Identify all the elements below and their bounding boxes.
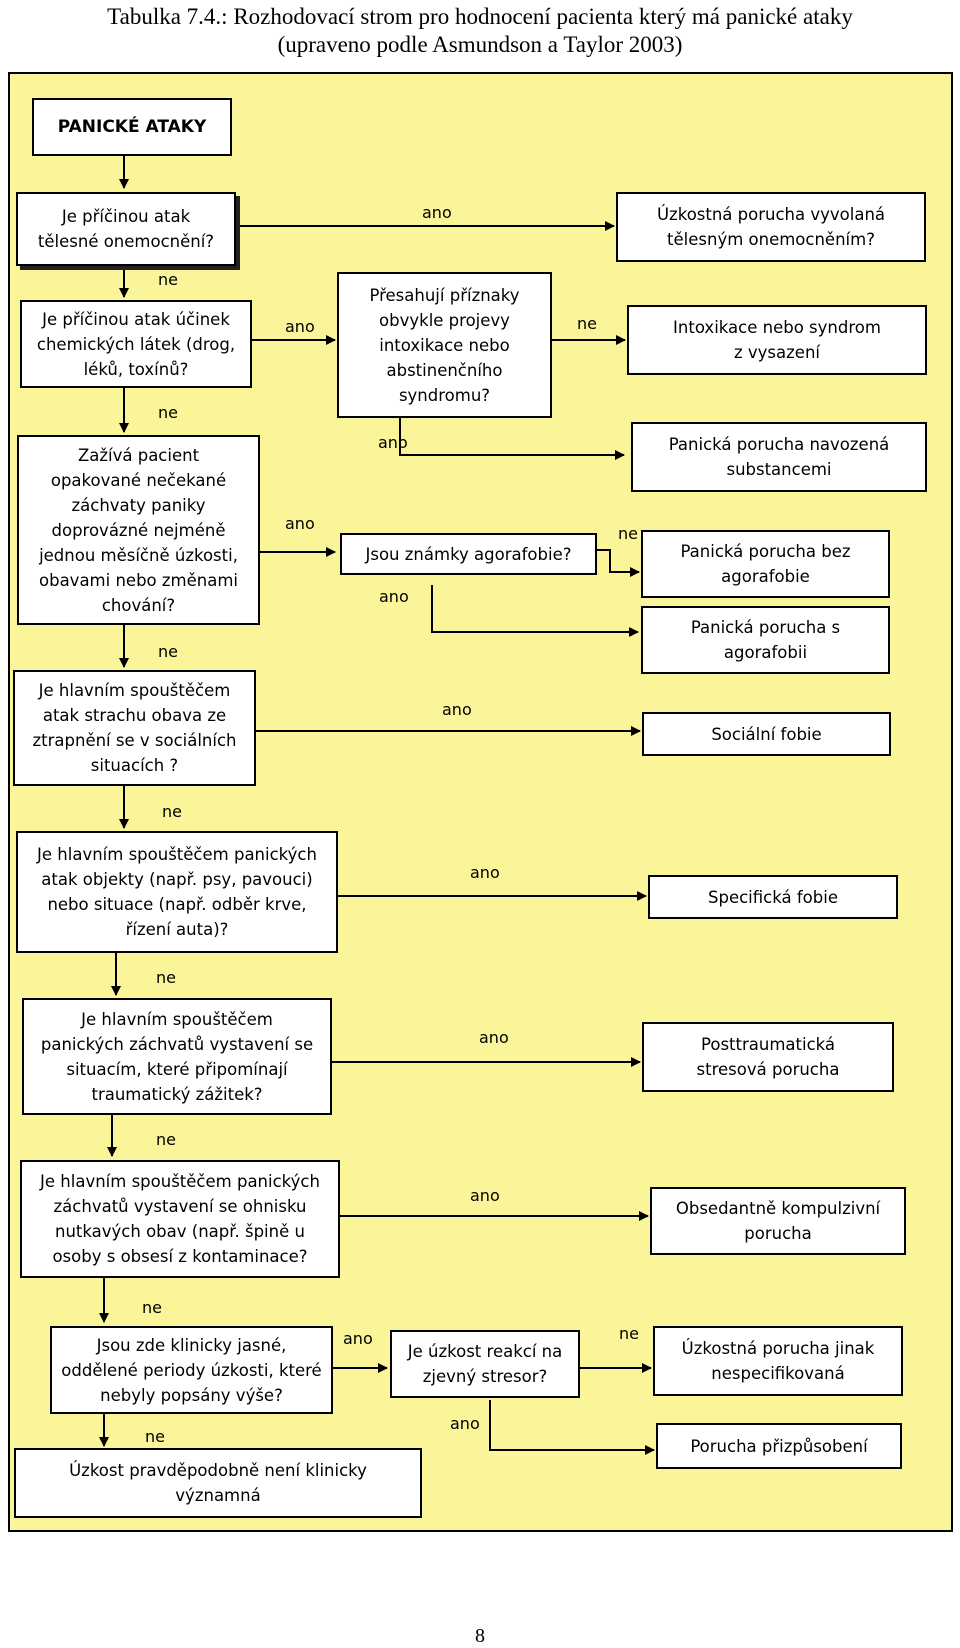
result-adjustment: Porucha přizpůsobení	[656, 1423, 902, 1469]
label-yes: ano	[450, 1414, 480, 1433]
label-no: ne	[618, 524, 638, 543]
label-no: ne	[619, 1324, 639, 1343]
result-somatic-anxiety: Úzkostná porucha vyvolaná tělesným onemo…	[616, 192, 926, 262]
label-yes: ano	[442, 700, 472, 719]
arrow-stressor-yes	[489, 1400, 655, 1455]
result-social-phobia: Sociální fobie	[642, 712, 891, 756]
label-yes: ano	[343, 1329, 373, 1348]
label-no: ne	[158, 270, 178, 289]
label-yes: ano	[470, 1186, 500, 1205]
result-anxiety-nos: Úzkostná porucha jinak nespecifikovaná	[653, 1326, 903, 1396]
label-no: ne	[142, 1298, 162, 1317]
label-no: ne	[145, 1427, 165, 1446]
label-no: ne	[158, 642, 178, 661]
result-substance-panic: Panická porucha navozená substancemi	[631, 422, 927, 492]
question-somatic: Je příčinou atak tělesné onemocnění?	[16, 192, 236, 266]
label-no: ne	[156, 968, 176, 987]
question-ocd: Je hlavním spouštěčem panických záchvatů…	[20, 1160, 340, 1278]
title-line-1: Tabulka 7.4.: Rozhodovací strom pro hodn…	[107, 4, 853, 29]
result-ptsd: Posttraumatická stresová porucha	[642, 1022, 894, 1092]
result-panic-without-agoraphobia: Panická porucha bez agorafobie	[641, 530, 890, 598]
question-distinct: Jsou zde klinicky jasné, oddělené period…	[50, 1326, 333, 1414]
question-trauma: Je hlavním spouštěčem panických záchvatů…	[22, 998, 332, 1115]
label-yes: ano	[470, 863, 500, 882]
question-social: Je hlavním spouštěčem atak strachu obava…	[13, 670, 256, 786]
label-yes: ano	[422, 203, 452, 222]
question-exceed: Přesahují příznaky obvykle projevy intox…	[337, 272, 552, 418]
label-yes: ano	[285, 514, 315, 533]
question-stressor: Je úzkost reakcí na zjevný stresor?	[390, 1330, 580, 1398]
label-yes: ano	[479, 1028, 509, 1047]
question-agoraphobia: Jsou známky agorafobie?	[340, 533, 597, 575]
start-box: PANICKÉ ATAKY	[32, 98, 232, 156]
arrow-exceed-yes	[399, 418, 625, 460]
arrow-agora-yes	[431, 585, 639, 637]
arrow-agora-no	[597, 549, 640, 577]
question-recurrent: Zažívá pacient opakované nečekané záchva…	[17, 435, 260, 625]
label-no: ne	[156, 1130, 176, 1149]
label-yes: ano	[285, 317, 315, 336]
title-line-2: (upraveno podle Asmundson a Taylor 2003)	[277, 32, 683, 57]
label-no: ne	[162, 802, 182, 821]
label-no: ne	[158, 403, 178, 422]
result-panic-with-agoraphobia: Panická porucha s agorafobii	[641, 606, 890, 674]
label-no: ne	[577, 314, 597, 333]
label-yes: ano	[378, 433, 408, 452]
result-intoxication: Intoxikace nebo syndrom z vysazení	[627, 305, 927, 375]
result-ocd: Obsedantně kompulzivní porucha	[650, 1187, 906, 1255]
label-yes: ano	[379, 587, 409, 606]
result-not-clinical: Úzkost pravděpodobně není klinicky význa…	[14, 1448, 422, 1518]
question-chemical: Je příčinou atak účinek chemických látek…	[20, 300, 252, 388]
result-specific-phobia: Specifická fobie	[648, 875, 898, 919]
page-number: 8	[475, 1625, 485, 1647]
question-specific: Je hlavním spouštěčem panických atak obj…	[16, 831, 338, 953]
